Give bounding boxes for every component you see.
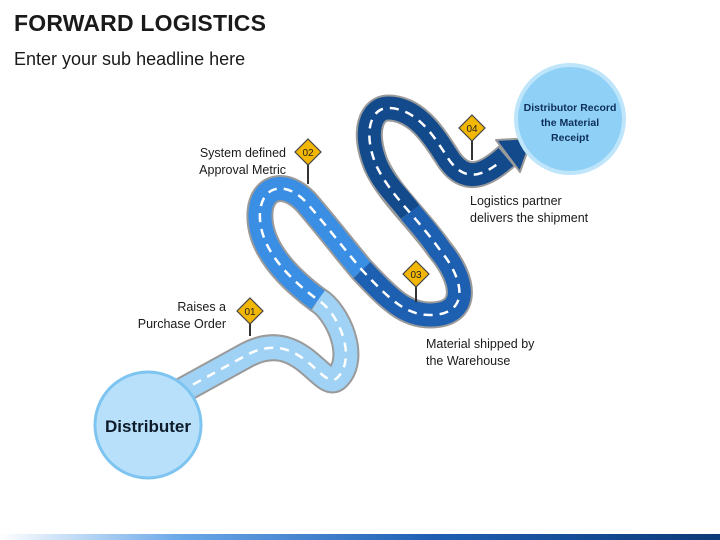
step-2-label-line-1: System defined	[199, 146, 286, 160]
step-2-number: 02	[302, 148, 314, 159]
end-node-line-2: the Material	[541, 117, 599, 129]
road-lane-marking	[164, 106, 501, 402]
diamond-sign-icon	[236, 297, 264, 325]
signpost-04: 04	[458, 114, 486, 160]
step-1-label-line-2: Purchase Order	[137, 317, 226, 331]
step-4-label: Logistics partner delivers the shipment	[470, 193, 588, 227]
step-4-label-line-1: Logistics partner	[470, 194, 562, 208]
bottom-accent-bar	[0, 534, 720, 540]
signpost-03: 03	[402, 260, 430, 302]
step-4-label-line-2: delivers the shipment	[470, 211, 589, 225]
step-3-label-line-1: Material shipped by	[426, 337, 535, 351]
step-1-number: 01	[244, 307, 256, 318]
step-4-number: 04	[466, 124, 478, 135]
step-2-label-line-2: Approval Metric	[199, 163, 286, 177]
diamond-sign-icon	[294, 138, 322, 166]
step-3-label: Material shipped by the Warehouse	[426, 336, 534, 370]
start-node-circle	[93, 370, 203, 480]
diamond-sign-icon	[402, 260, 430, 288]
page-title: FORWARD LOGISTICS	[14, 10, 267, 36]
end-node-circle	[514, 63, 626, 175]
signpost-01: 01	[236, 297, 264, 336]
page-subtitle: Enter your sub headline here	[14, 49, 246, 69]
step-2-label: System defined Approval Metric	[199, 145, 286, 179]
step-3-number: 03	[410, 270, 422, 281]
diamond-sign-icon	[458, 114, 486, 142]
end-node-line-1: Distributor Record	[524, 102, 617, 114]
step-1-label-line-1: Raises a	[177, 300, 226, 314]
signpost-02: 02	[294, 138, 322, 184]
step-3-label-line-2: the Warehouse	[426, 354, 511, 368]
step-1-label: Raises a Purchase Order	[138, 299, 226, 333]
end-node-line-3: Receipt	[551, 132, 589, 144]
start-node-label: Distributer	[105, 417, 191, 436]
